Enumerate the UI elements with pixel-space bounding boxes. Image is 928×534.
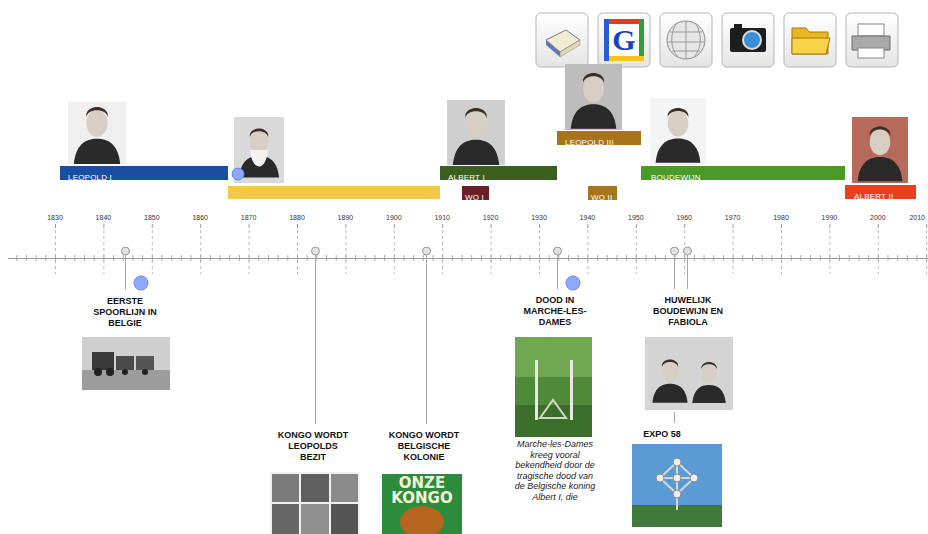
event-title: HUWELIJK BOUDEWIJN EN FABIOLA bbox=[646, 295, 730, 328]
reign-name: WO II bbox=[591, 191, 612, 205]
event-markers bbox=[122, 247, 692, 255]
year-label: 1900 bbox=[386, 213, 402, 222]
reign-bar: LEOPOLD I bbox=[60, 166, 228, 180]
reign-name: BOUDEWIJN bbox=[651, 171, 701, 185]
year-label: 1930 bbox=[531, 213, 547, 222]
badge-dots bbox=[134, 168, 580, 290]
reign-bar: WO II bbox=[588, 186, 617, 200]
year-label: 1850 bbox=[144, 213, 160, 222]
year-label: 1980 bbox=[773, 213, 789, 222]
leader-lines bbox=[126, 255, 688, 424]
year-label: 1920 bbox=[483, 213, 499, 222]
event-title: EXPO 58 bbox=[643, 429, 681, 440]
year-label: 1870 bbox=[241, 213, 257, 222]
icon-letter: G bbox=[602, 22, 646, 58]
year-label: 1970 bbox=[725, 213, 741, 222]
reign-name: LEOPOLD I bbox=[68, 171, 112, 185]
year-label: 1960 bbox=[676, 213, 692, 222]
year-label: 1890 bbox=[338, 213, 354, 222]
event-title: EERSTE SPOORLIJN IN BELGIE bbox=[85, 296, 165, 329]
reign-bar: WO I bbox=[462, 186, 489, 200]
reign-bar: BOUDEWIJN bbox=[641, 166, 845, 180]
year-label: 1950 bbox=[628, 213, 644, 222]
year-label: 1940 bbox=[580, 213, 596, 222]
year-label: 2010 bbox=[909, 213, 925, 222]
event-description: Marche-les-Dames kreeg vooral bekendheid… bbox=[511, 439, 599, 502]
reign-name: WO I bbox=[465, 191, 484, 205]
event-photos bbox=[82, 337, 733, 534]
event-title: DOOD IN MARCHE-LES-DAMES bbox=[519, 295, 591, 328]
event-title: KONGO WORDT BELGISCHE KOLONIE bbox=[383, 430, 465, 463]
year-label: 1910 bbox=[434, 213, 450, 222]
year-label: 1830 bbox=[47, 213, 63, 222]
year-label: 1990 bbox=[822, 213, 838, 222]
reign-bar: ALBERT I bbox=[440, 166, 557, 180]
toolbar-icons bbox=[536, 13, 898, 67]
reign-bar bbox=[228, 186, 440, 199]
reign-name: ALBERT I bbox=[448, 171, 485, 185]
year-label: 1880 bbox=[289, 213, 305, 222]
reign-bar: ALBERT II bbox=[845, 185, 916, 199]
poster-text: ONZE KONGO bbox=[383, 476, 461, 506]
year-label: 1840 bbox=[96, 213, 112, 222]
year-label: 1860 bbox=[192, 213, 208, 222]
reign-name: ALBERT II bbox=[854, 190, 893, 204]
reign-name: LEOPOLD III bbox=[565, 136, 614, 150]
timeline-axis bbox=[8, 222, 928, 276]
event-title: KONGO WORDT LEOPOLDS BEZIT bbox=[275, 430, 351, 463]
year-label: 2000 bbox=[870, 213, 886, 222]
reign-bar: LEOPOLD III bbox=[557, 131, 641, 145]
